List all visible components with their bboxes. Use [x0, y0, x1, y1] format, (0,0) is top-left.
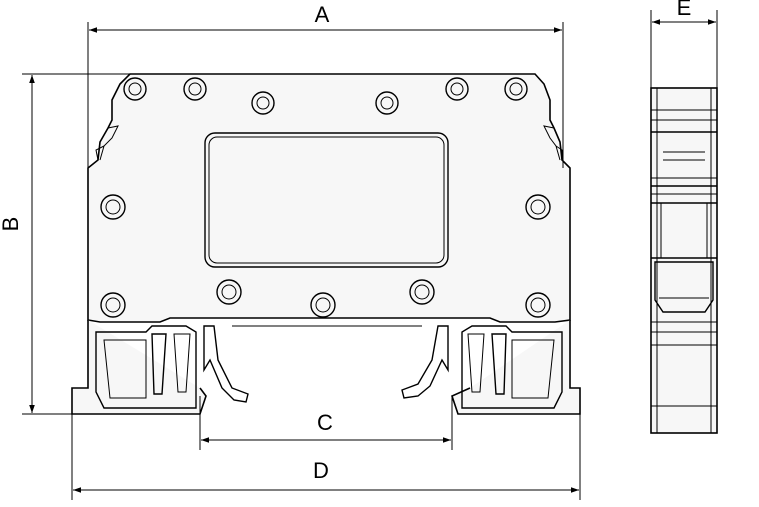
dimension-d-label: D — [313, 458, 329, 483]
foot-right-structure — [461, 325, 563, 409]
side-view — [650, 87, 718, 434]
foot-right-spring — [491, 333, 507, 395]
dimension-e: E — [650, 0, 718, 88]
rivet — [216, 279, 242, 305]
left-clip — [95, 125, 119, 161]
rivet — [409, 279, 435, 305]
side-outline — [650, 87, 718, 434]
dimension-e-label: E — [677, 0, 692, 20]
rivet — [375, 91, 399, 115]
housing-outline — [87, 73, 571, 323]
rivet — [251, 91, 275, 115]
dimension-a: A — [87, 2, 564, 185]
rail-latch-left — [203, 325, 249, 403]
rivet — [525, 194, 551, 220]
rivet — [123, 77, 147, 101]
dimension-d: D — [71, 414, 581, 500]
rivet — [100, 194, 126, 220]
label-window — [204, 132, 449, 268]
rivets — [100, 77, 551, 318]
side-latch — [654, 261, 714, 313]
foot-left-structure — [95, 325, 197, 409]
rivet — [525, 292, 551, 318]
rivet — [183, 77, 207, 101]
foot-left-spring — [151, 333, 167, 395]
dimension-c: C — [199, 396, 453, 450]
dimension-b: B — [0, 73, 130, 415]
front-view — [71, 73, 581, 415]
rail-latch-right — [401, 325, 449, 399]
dimension-a-label: A — [315, 2, 330, 27]
dimension-c-label: C — [317, 410, 333, 435]
right-clip — [543, 125, 563, 161]
rivet — [310, 292, 336, 318]
rivet — [100, 292, 126, 318]
rivet — [445, 77, 469, 101]
rivet — [504, 77, 528, 101]
dimension-b-label: B — [0, 217, 23, 232]
